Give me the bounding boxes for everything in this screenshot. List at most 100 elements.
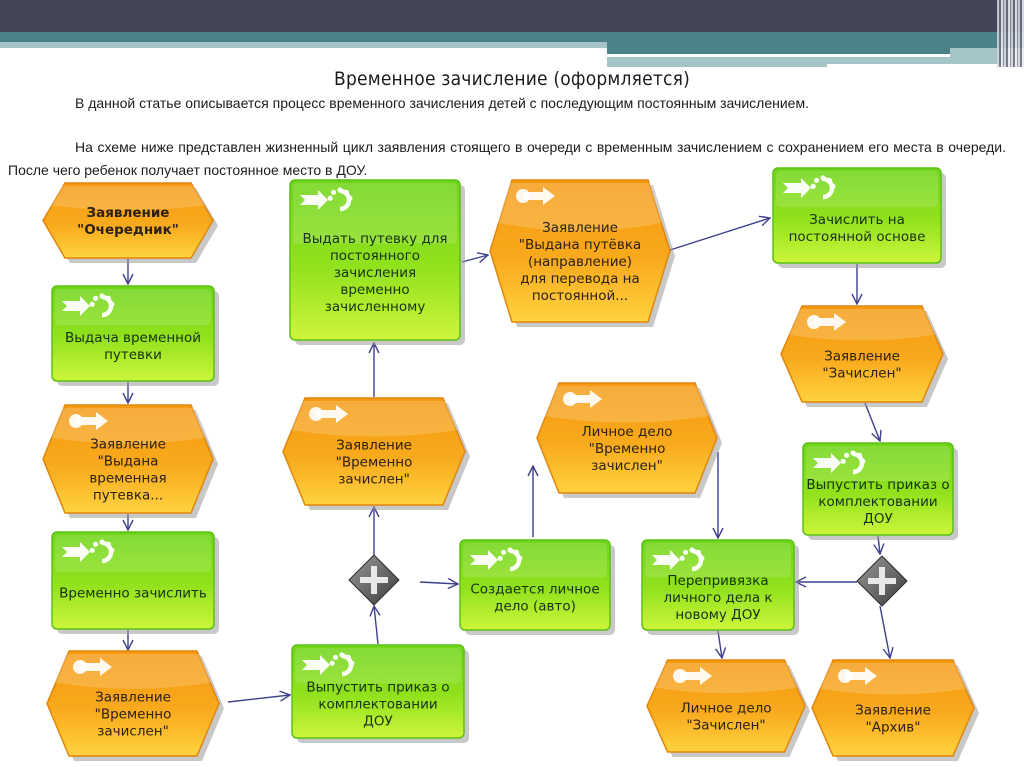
node-label-line: постоянной... (532, 288, 628, 304)
description-paragraph: На схеме ниже представлен жизненный цикл… (8, 139, 1006, 178)
node-label-line: Заявление (542, 220, 618, 236)
node-label-line: "Зачислен" (822, 366, 901, 382)
and-gateway[interactable] (348, 554, 400, 606)
plus-icon (360, 566, 388, 594)
function-shape (802, 442, 954, 536)
event-node[interactable]: Заявление"Зачислен" (780, 305, 948, 407)
node-label-line: комплектовании (318, 697, 437, 713)
node-label-line: "Зачислен" (686, 718, 765, 734)
function-shape (291, 644, 465, 739)
function-gear-icon (652, 547, 705, 572)
connector-arrow-g1-f5 (419, 582, 458, 584)
node-label-line: Выдача временной (65, 330, 201, 346)
event-shape (536, 382, 718, 494)
function-shape (641, 539, 795, 631)
node-label-line: Временно зачислить (59, 586, 207, 602)
event-shape (489, 179, 671, 323)
node-label-line: Личное дело (581, 424, 672, 440)
node-label-line: Выпустить приказ о (306, 680, 449, 696)
node-label-line: новому ДОУ (675, 607, 760, 623)
connector-arrow-e7-f8 (864, 402, 880, 441)
node-label-line: (направление) (528, 254, 632, 270)
node-label-line: зачислен" (338, 472, 410, 488)
node-label-line: "Очередник" (77, 222, 179, 238)
connector-arrow-g2-e9 (879, 605, 890, 658)
function-gear-icon (300, 187, 353, 212)
function-gear-icon (62, 539, 115, 564)
node-label-line: "Временно (589, 441, 666, 457)
node-label-line: Личное дело (680, 701, 771, 717)
header-band-right-light (607, 57, 1007, 67)
event-node[interactable]: Заявление"Архив" (811, 659, 979, 761)
event-arrow-icon (807, 313, 846, 331)
node-label-line: Создается личное (470, 582, 599, 598)
and-gateway[interactable] (856, 555, 908, 607)
event-shape (646, 659, 806, 753)
node-label-line: для перевода на (520, 271, 640, 287)
node-label-line: зачислен" (97, 724, 169, 740)
event-arrow-icon (563, 390, 602, 408)
node-label-line: Заявление (336, 438, 412, 454)
event-node[interactable]: Заявление"Выдана путёвка(направление)для… (489, 179, 675, 327)
function-node[interactable]: Временно зачислить (51, 531, 219, 634)
connector-arrow-f7-e8 (718, 630, 722, 658)
function-gear-icon (470, 547, 523, 572)
event-shape (780, 305, 944, 403)
node-label-line: "Архив" (866, 720, 921, 736)
node-label-line: зачисления (334, 265, 416, 281)
event-arrow-icon (673, 667, 712, 685)
event-node[interactable]: Заявление"Очередник" (42, 182, 218, 263)
node-label-line: дело (авто) (494, 599, 576, 615)
event-node[interactable]: Заявление"Выданавременнаяпутевка... (42, 404, 218, 518)
node-label-line: путевка... (93, 488, 163, 504)
function-node[interactable]: Выдать путевку дляпостоянногозачисленияв… (289, 179, 465, 345)
event-arrow-icon (838, 667, 877, 685)
function-gear-icon (813, 450, 866, 475)
event-shape (42, 182, 214, 259)
function-shape (51, 285, 215, 382)
node-label-line: Выпустить приказ о (806, 477, 949, 493)
event-shape (46, 650, 220, 757)
event-node[interactable]: Личное дело"Зачислен" (646, 659, 810, 757)
node-label-line: Заявление (824, 349, 900, 365)
plus-icon (868, 567, 896, 595)
function-shape (289, 179, 461, 341)
node-label-line: постоянного (330, 248, 420, 264)
event-arrow-icon (309, 405, 348, 423)
connector-arrow-f3-g1 (374, 606, 378, 645)
node-label-line: постоянной основе (789, 229, 926, 245)
function-shape (459, 539, 611, 631)
slide-title: Временное зачисление (оформляется) (334, 68, 690, 90)
event-arrow-icon (69, 412, 108, 430)
header-band-right-gap (827, 64, 1007, 67)
function-shape (772, 167, 942, 264)
connector-arrow-f4-e5 (461, 255, 488, 262)
header-band-dark (0, 0, 1024, 32)
event-shape (282, 397, 466, 506)
node-label-line: временно (340, 282, 409, 298)
connector-arrow-e5-f6 (669, 218, 770, 251)
node-label-line: "Выдана (98, 454, 159, 470)
function-gear-icon (62, 293, 115, 318)
node-label-line: временная (89, 471, 166, 487)
node-label-line: зачислен" (591, 458, 663, 474)
node-label-line: путевки (104, 347, 162, 363)
node-label-line: ДОУ (863, 511, 892, 527)
header-band-right-accent (950, 48, 1007, 64)
event-shape (811, 659, 975, 757)
node-label-line: Зачислить на (809, 212, 905, 228)
function-shape (51, 531, 215, 630)
node-label-line: Заявление (90, 437, 166, 453)
connector-arrow-e3-f3 (227, 695, 290, 703)
node-label-line: Выдать путевку для (302, 231, 447, 247)
